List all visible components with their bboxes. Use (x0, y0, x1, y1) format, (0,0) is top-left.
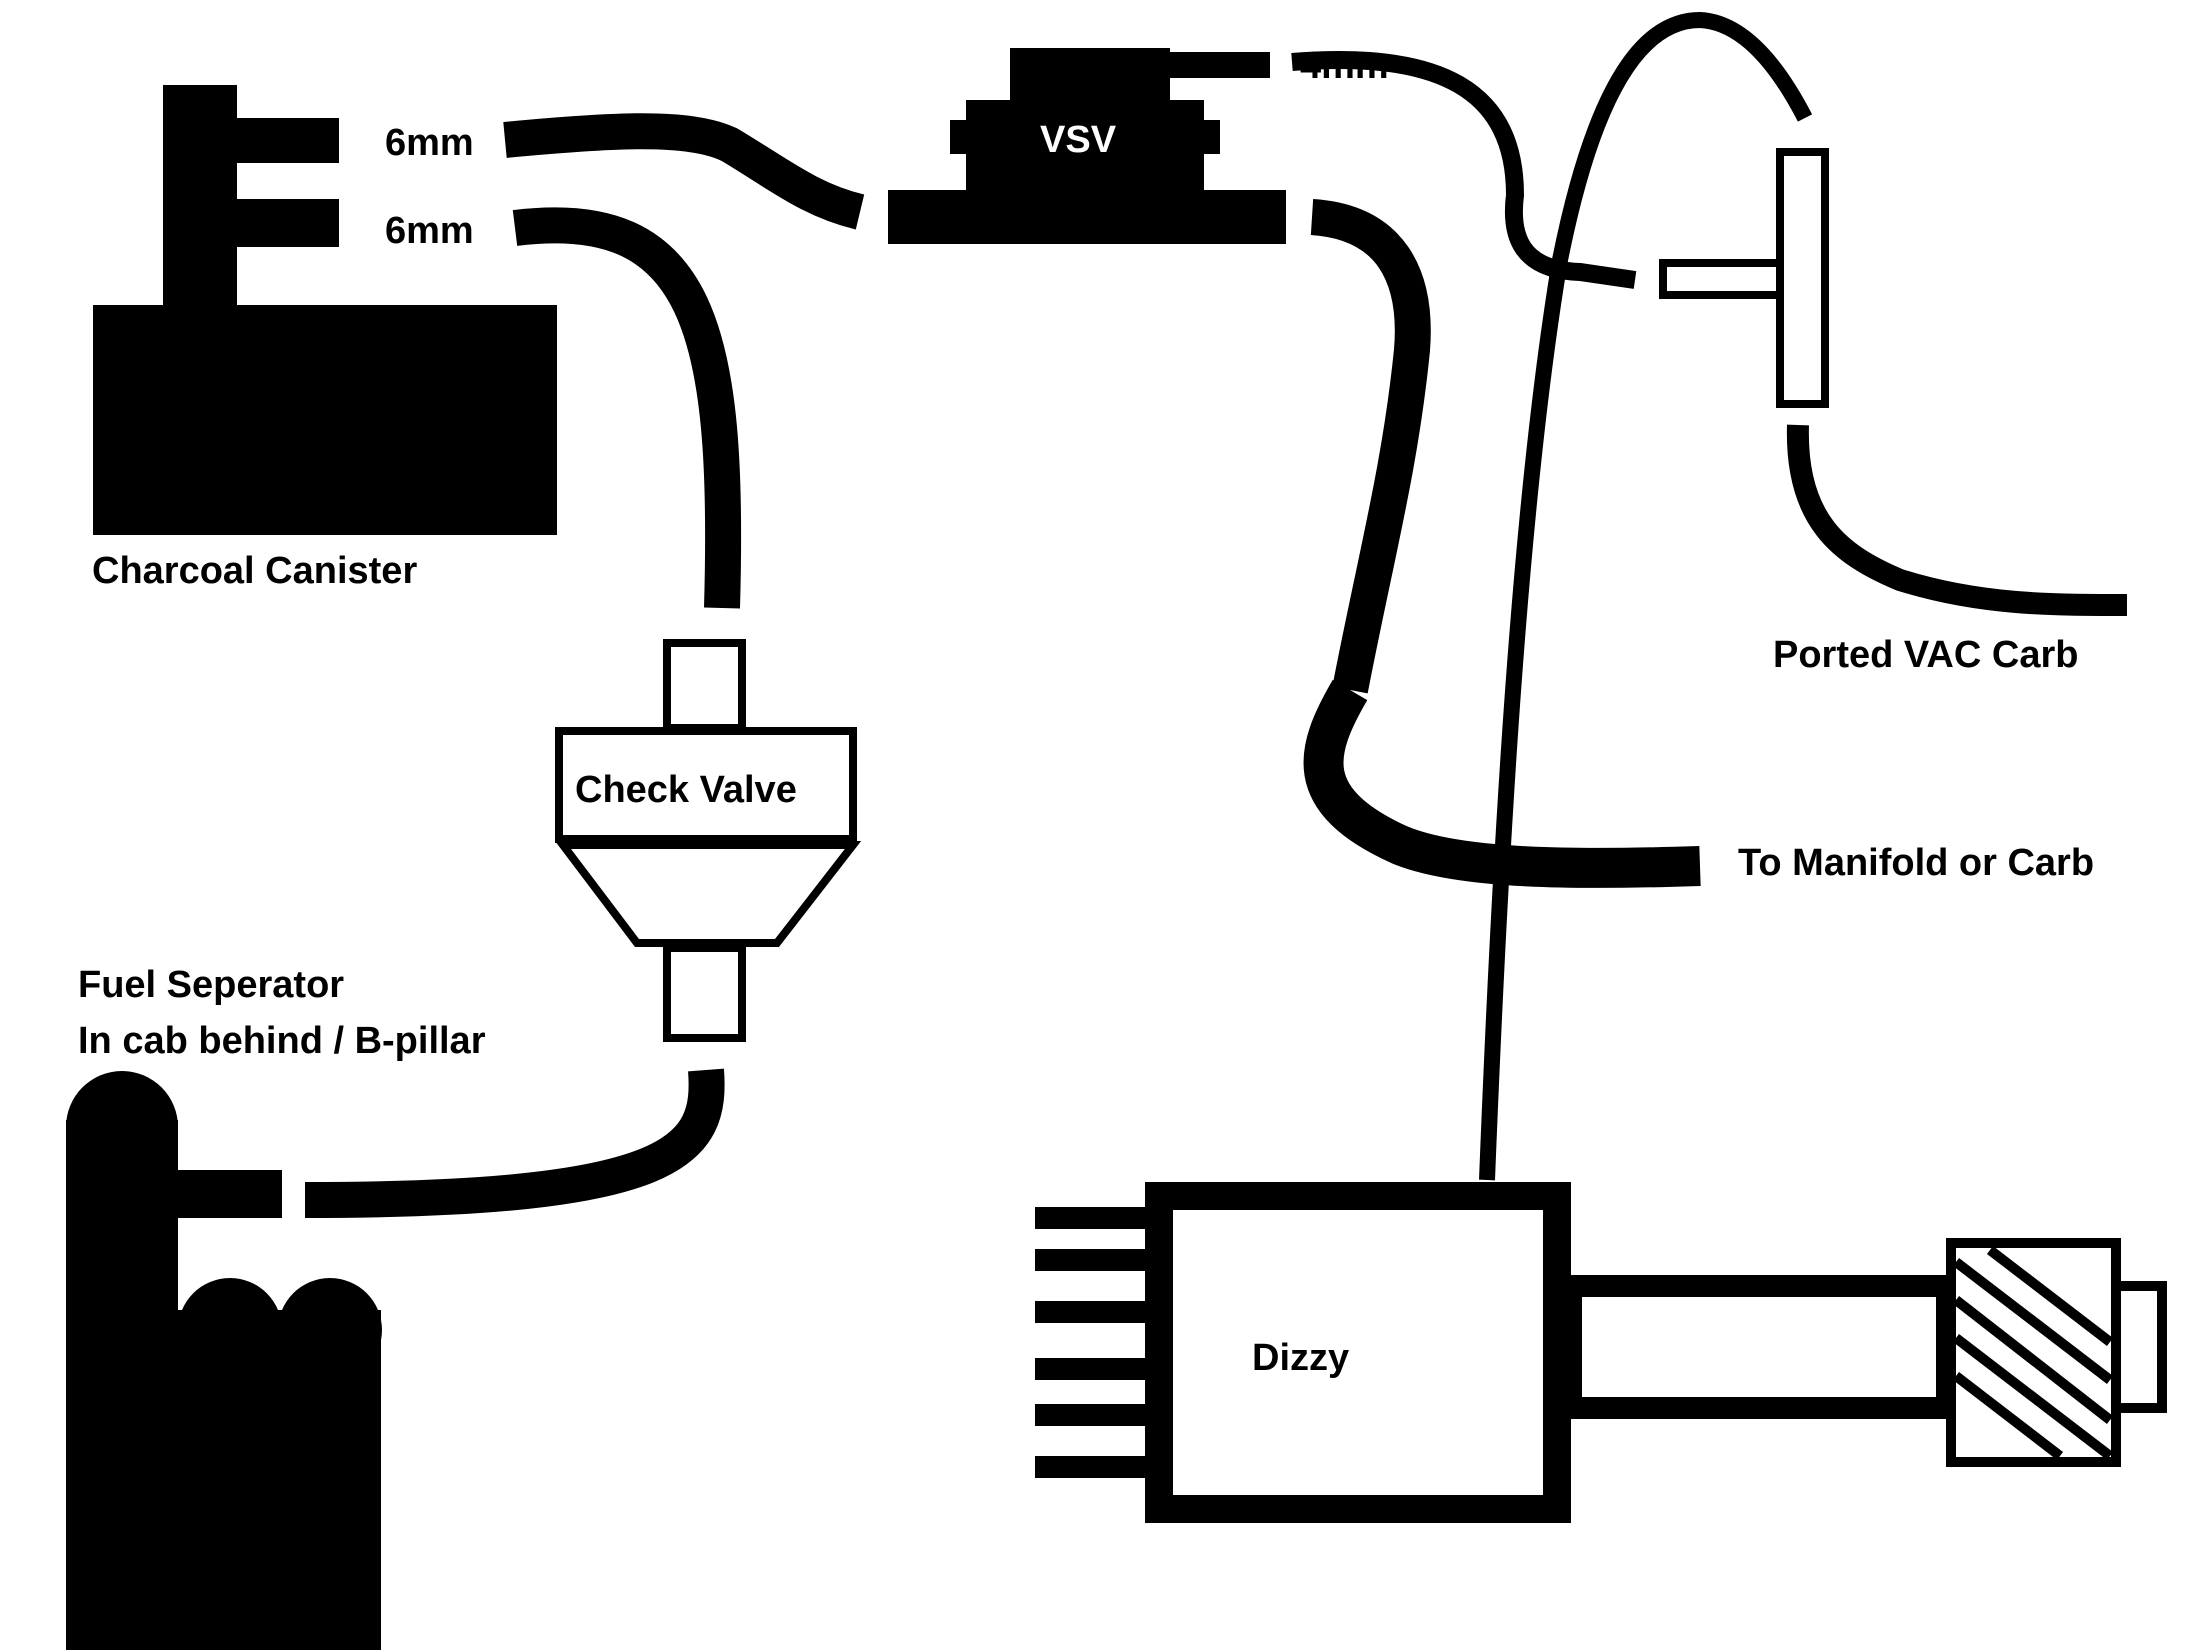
separator-lobe-right (278, 1278, 382, 1382)
vsv-side-tab-left (950, 120, 970, 154)
distributor (1035, 1182, 2167, 1523)
label-4mm: 4mm (1300, 45, 1389, 87)
vsv-valve (888, 48, 1286, 244)
vsv-body (966, 100, 1204, 192)
charcoal-canister (93, 85, 557, 535)
separator-left-column (66, 1120, 178, 1650)
hose-canister-to-check-valve (512, 207, 742, 609)
separator-lobe-left (178, 1278, 282, 1382)
label-6mm-bottom: 6mm (385, 210, 474, 252)
label-fuel-separator-location: In cab behind / B-pillar (78, 1020, 486, 1062)
dizzy-fin-6 (1035, 1456, 1147, 1478)
label-vsv: VSV (1040, 119, 1117, 161)
dizzy-housing (1145, 1182, 1571, 1523)
check-valve-body (555, 727, 857, 843)
separator-outlet-port (178, 1170, 282, 1218)
dizzy-diaphragm-hatching (1952, 1246, 2114, 1460)
label-fuel-separator: Fuel Seperator (78, 964, 344, 1006)
tee-main-tube (1776, 148, 1829, 408)
label-dizzy: Dizzy (1252, 1337, 1349, 1379)
label-check-valve: Check Valve (575, 769, 797, 811)
label-6mm-top: 6mm (385, 122, 474, 164)
check-valve-top-stub (663, 639, 746, 732)
label-charcoal-canister: Charcoal Canister (92, 550, 417, 592)
hoses (304, 11, 2128, 1218)
dizzy-fin-3 (1035, 1301, 1147, 1323)
dizzy-fin-1 (1035, 1207, 1147, 1229)
canister-body (93, 305, 557, 535)
labels: 6mm 6mm 4mm VSV Charcoal Canister Check … (78, 45, 2094, 1379)
dizzy-vacuum-advance-tube (1560, 1275, 1958, 1419)
hose-vsv-to-manifold-upper (1310, 199, 1431, 694)
tee-fitting (1659, 148, 1829, 408)
hose-vsv-4mm-to-tee (1291, 50, 1637, 289)
dizzy-fin-4 (1035, 1358, 1147, 1380)
label-ported-vac-carb: Ported VAC Carb (1773, 634, 2078, 676)
label-to-manifold-or-carb: To Manifold or Carb (1738, 842, 2094, 884)
hose-check-valve-to-separator (304, 1068, 725, 1218)
tee-side-branch (1659, 259, 1784, 299)
hose-vsv-to-manifold-lower (1303, 679, 1701, 888)
canister-stem (163, 85, 237, 307)
vsv-top (1010, 48, 1170, 103)
vsv-side-tab-right (1200, 120, 1220, 154)
vsv-small-port (1168, 52, 1270, 78)
hose-tee-to-ported-vac-carb (1786, 424, 2128, 616)
canister-port-bottom (235, 199, 339, 247)
check-valve-funnel (554, 841, 862, 947)
check-valve (554, 639, 862, 1042)
fuel-separator (66, 1071, 382, 1650)
dizzy-diaphragm-cap (2111, 1281, 2167, 1413)
vsv-base (888, 190, 1286, 244)
canister-port-top (235, 118, 339, 163)
hose-dizzy-vacuum (1479, 11, 1813, 1181)
check-valve-bottom-stub (663, 944, 746, 1042)
separator-rounded-top (66, 1071, 178, 1183)
dizzy-fin-5 (1035, 1404, 1147, 1426)
hose-canister-to-vsv (503, 113, 865, 230)
dizzy-fin-2 (1035, 1249, 1147, 1271)
